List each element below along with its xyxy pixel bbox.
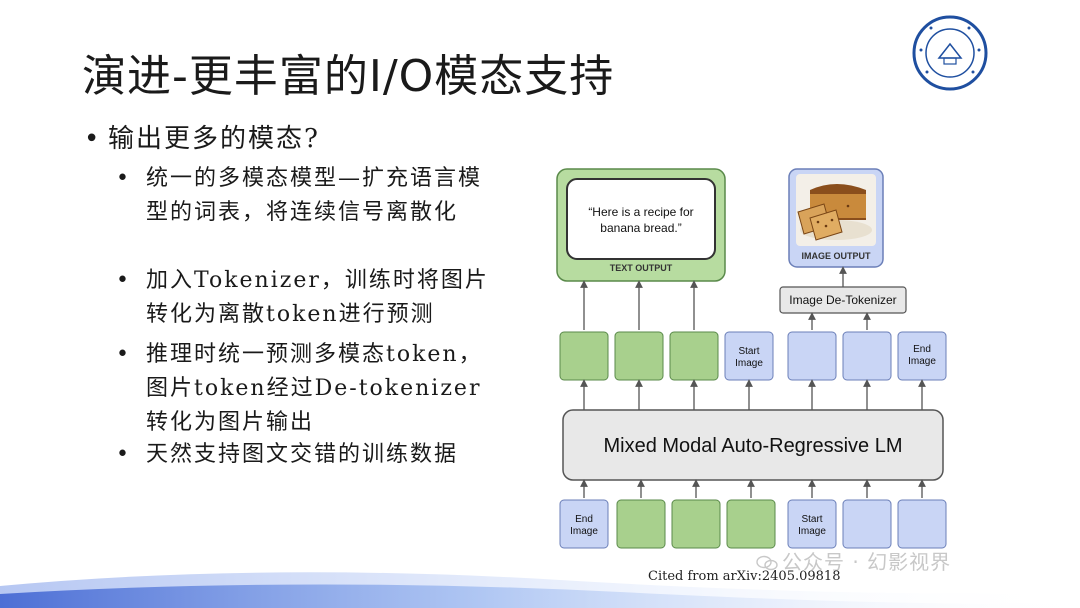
top-token-row: Start Image End Image: [559, 331, 947, 381]
main-bullet-text: 输出更多的模态?: [108, 124, 320, 154]
end-image-line2: Image: [570, 526, 598, 537]
end-image-line1: End: [575, 514, 593, 525]
main-bullet: •输出更多的模态?: [84, 118, 320, 155]
text-token: [616, 499, 666, 549]
lm-label: Mixed Modal Auto-Regressive LM: [603, 435, 902, 457]
bullet-dot: •: [116, 442, 131, 467]
top-arrows: [580, 266, 871, 330]
end-image-token: [559, 499, 609, 549]
decorative-wave: [0, 572, 1080, 608]
image-output-label: IMAGE OUTPUT: [802, 251, 872, 261]
bullet-dot: •: [116, 268, 131, 293]
lm-to-top-arrows: [580, 379, 926, 410]
text-output-quote-line1: “Here is a recipe for: [588, 205, 693, 219]
slide-title: 演进-更丰富的I/O模态支持: [82, 51, 615, 102]
image-output-panel: IMAGE OUTPUT: [788, 168, 884, 268]
text-token: [669, 331, 719, 381]
sub-bullet: • 推理时统一预测多模态token，图片token经过De-tokenizer转…: [116, 338, 504, 440]
architecture-diagram: “Here is a recipe for banana bread.” TEX…: [548, 160, 960, 580]
start-image-token: [787, 499, 837, 549]
text-token: [614, 331, 664, 381]
text-token: [671, 499, 721, 549]
text-output-quote-line2: banana bread.”: [600, 221, 681, 235]
sub-bullet-text: 加入Tokenizer，训练时将图片转化为离散token进行预测: [146, 268, 489, 327]
image-token: [842, 499, 892, 549]
sub-bullet-text: 推理时统一预测多模态token，图片token经过De-tokenizer转化为…: [146, 342, 483, 435]
text-token: [559, 331, 609, 381]
bottom-token-row: End Image Start Image: [559, 499, 947, 549]
start-image-line1: Start: [801, 514, 822, 525]
sub-bullet-text: 统一的多模态模型—扩充语言模型的词表，将连续信号离散化: [146, 166, 483, 225]
bullet-dot: •: [84, 124, 102, 154]
detokenizer-label: Image De-Tokenizer: [789, 293, 896, 307]
end-image-line2: Image: [908, 356, 936, 367]
sub-bullet: • 统一的多模态模型—扩充语言模型的词表，将连续信号离散化: [116, 162, 504, 230]
start-image-line2: Image: [798, 526, 826, 537]
bottom-to-lm-arrows: [580, 479, 926, 498]
bullet-dot: •: [116, 166, 131, 191]
watermark: 公众号 · 幻影视界: [756, 546, 951, 575]
watermark-text: 公众号 · 幻影视界: [782, 550, 952, 574]
university-logo: [912, 15, 988, 91]
citation: Cited from arXiv:2405.09818: [648, 569, 841, 584]
lm-box: Mixed Modal Auto-Regressive LM: [562, 409, 944, 481]
bullet-dot: •: [116, 342, 131, 367]
wechat-icon: [756, 555, 778, 571]
sub-bullet: • 天然支持图文交错的训练数据: [116, 438, 504, 472]
image-token: [897, 499, 947, 549]
image-token: [842, 331, 892, 381]
text-output-label: TEXT OUTPUT: [610, 263, 673, 273]
sub-bullet-text: 天然支持图文交错的训练数据: [146, 442, 459, 467]
image-token: [787, 331, 837, 381]
text-output-panel: “Here is a recipe for banana bread.” TEX…: [556, 168, 726, 282]
sub-bullet: • 加入Tokenizer，训练时将图片转化为离散token进行预测: [116, 264, 504, 332]
end-image-line1: End: [913, 344, 931, 355]
start-image-line1: Start: [738, 346, 759, 357]
start-image-line2: Image: [735, 358, 763, 369]
text-token: [726, 499, 776, 549]
banana-bread-image: [797, 184, 872, 241]
image-detokenizer-box: Image De-Tokenizer: [779, 286, 907, 314]
